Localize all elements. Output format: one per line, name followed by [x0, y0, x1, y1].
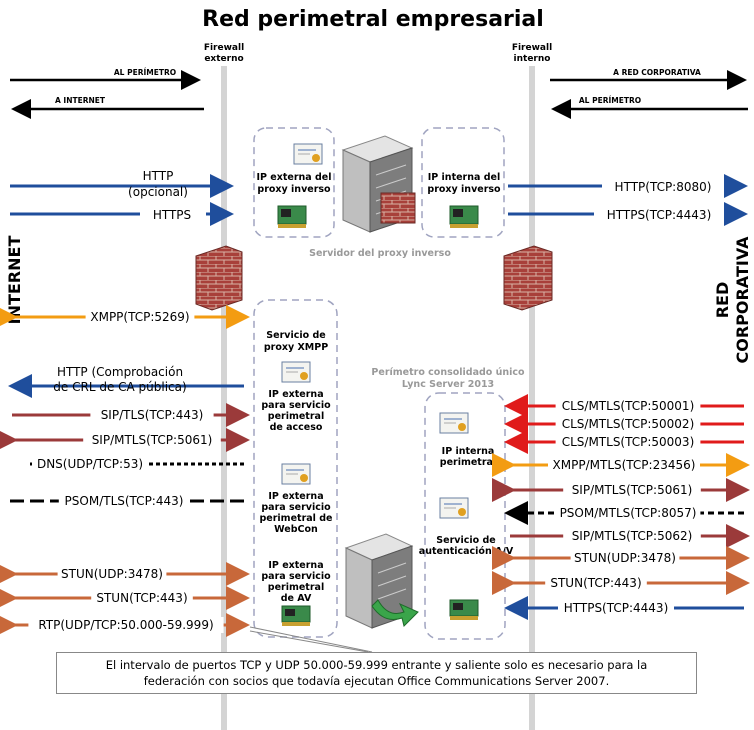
internal-firewall-icon: [503, 245, 553, 311]
proxy-internal-https-label: HTTPS(TCP:4443): [607, 208, 712, 222]
proxy-internal-ip-label-1: IP interna del: [428, 172, 500, 183]
footnote: El intervalo de puertos TCP y UDP 50.000…: [56, 652, 697, 694]
av-ip-label-3: perimetral: [268, 582, 324, 593]
internal-firewall-line: [529, 66, 535, 730]
corporate-side-label-2: CORPORATIVA: [733, 236, 752, 364]
to-corporate-label: A RED CORPORATIVA: [613, 68, 701, 77]
access-ip-label-2: para servicio: [261, 400, 331, 411]
network-card-icon: [277, 205, 307, 228]
av-ip-label-4: de AV: [281, 593, 312, 604]
right-flow-label: SIP/MTLS(TCP:5061): [572, 483, 693, 497]
av-ip-label-2: para servicio: [261, 571, 331, 582]
to-perimeter-right-label: AL PERÍMETRO: [579, 96, 641, 105]
access-ip-label-1: IP externa: [268, 389, 323, 400]
left-flow-label: de CRL de CA pública): [53, 380, 186, 394]
corporate-side-label-1: RED: [713, 282, 732, 319]
diagram-title: Red perimetral empresarial: [202, 7, 544, 32]
right-flow-label: CLS/MTLS(TCP:50002): [562, 417, 695, 431]
right-flow-label: XMPP/MTLS(TCP:23456): [553, 458, 696, 472]
proxy-external-ip-label-1: IP externa del: [256, 172, 331, 183]
proxy-http-label-1: HTTP: [143, 169, 174, 183]
firewall-internal-label-2: interno: [514, 54, 551, 64]
internet-side-label: INTERNET: [5, 236, 24, 325]
to-perimeter-left-label: AL PERÍMETRO: [114, 68, 176, 77]
left-flow-label: STUN(TCP:443): [96, 591, 187, 605]
av-ip-label-1: IP externa: [268, 560, 323, 571]
certificate-icon: [439, 497, 469, 519]
xmpp-service-label-1: Servicio de: [266, 330, 325, 341]
left-flow-label: PSOM/TLS(TCP:443): [65, 494, 184, 508]
footnote-connector: [249, 626, 373, 653]
left-flow-label: SIP/MTLS(TCP:5061): [92, 433, 213, 447]
right-flow-label: CLS/MTLS(TCP:50003): [562, 435, 695, 449]
firewall-external-label-1: Firewall: [204, 43, 244, 53]
firewall-brick-icon: [380, 192, 416, 224]
proxy-server-caption: Servidor del proxy inverso: [309, 248, 451, 259]
to-internet-label: A INTERNET: [55, 96, 106, 105]
webcon-ip-label-3: perimetral de: [260, 513, 333, 524]
network-card-icon: [281, 605, 311, 626]
footnote-line-2: federación con socios que todavía ejecut…: [143, 674, 610, 688]
edge-internal-ip-label-1: IP interna: [442, 446, 495, 457]
webcon-ip-label-4: WebCon: [274, 524, 318, 535]
proxy-internal-box: [421, 127, 505, 238]
edge-caption-2: Lync Server 2013: [402, 379, 494, 390]
certificate-icon: [293, 143, 323, 165]
av-auth-label-1: Servicio de: [436, 535, 495, 546]
proxy-http-label-2: (opcional): [128, 185, 188, 199]
network-card-icon: [449, 205, 479, 228]
firewall-internal-label-1: Firewall: [512, 43, 552, 53]
right-flow-label: PSOM/MTLS(TCP:8057): [560, 506, 697, 520]
xmpp-service-label-2: proxy XMPP: [264, 342, 328, 353]
left-flow-label: SIP/TLS(TCP:443): [101, 408, 204, 422]
proxy-external-box: [253, 127, 335, 238]
proxy-https-label: HTTPS: [153, 208, 191, 222]
right-flow-label: SIP/MTLS(TCP:5062): [572, 529, 693, 543]
access-ip-label-4: de acceso: [270, 422, 323, 433]
right-flows: CLS/MTLS(TCP:50001) CLS/MTLS(TCP:50002) CL…: [492, 394, 750, 620]
curved-arrow-icon: [371, 599, 419, 627]
edge-internal-ip-label-2: perimetral: [440, 457, 496, 468]
external-firewall-icon: [195, 245, 243, 311]
certificate-icon: [281, 463, 311, 485]
right-flow-label: STUN(TCP:443): [550, 576, 641, 590]
edge-caption-1: Perímetro consolidado único: [371, 367, 525, 378]
proxy-external-ip-label-2: proxy inverso: [257, 184, 331, 195]
access-ip-label-3: perimetral: [268, 411, 324, 422]
external-firewall-line: [221, 66, 227, 730]
edge-external-box: [253, 299, 338, 638]
left-flow-label: DNS(UDP/TCP:53): [37, 457, 143, 471]
certificate-icon: [281, 361, 311, 383]
webcon-ip-label-2: para servicio: [261, 502, 331, 513]
webcon-ip-label-1: IP externa: [268, 491, 323, 502]
av-auth-label-2: autenticación A/V: [419, 546, 514, 557]
left-flow-label: XMPP(TCP:5269): [90, 310, 189, 324]
right-flow-label: STUN(UDP:3478): [574, 551, 676, 565]
right-flow-label: HTTPS(TCP:4443): [564, 601, 669, 615]
footnote-line-1: El intervalo de puertos TCP y UDP 50.000…: [105, 658, 648, 672]
footnote-connector: [249, 630, 369, 653]
firewall-external-label-2: externo: [204, 54, 243, 64]
network-card-icon: [449, 599, 479, 620]
proxy-internal-ip-label-2: proxy inverso: [427, 184, 501, 195]
right-flow-label: CLS/MTLS(TCP:50001): [562, 399, 695, 413]
certificate-icon: [439, 412, 469, 434]
left-flow-label: STUN(UDP:3478): [61, 567, 163, 581]
left-flow-label: RTP(UDP/TCP:50.000-59.999): [38, 618, 213, 632]
direction-arrows: AL PERÍMETRO A INTERNET A RED CORPORATIV…: [10, 68, 748, 119]
left-flow-label: HTTP (Comprobación: [57, 365, 183, 379]
proxy-internal-http-label: HTTP(TCP:8080): [615, 180, 712, 194]
